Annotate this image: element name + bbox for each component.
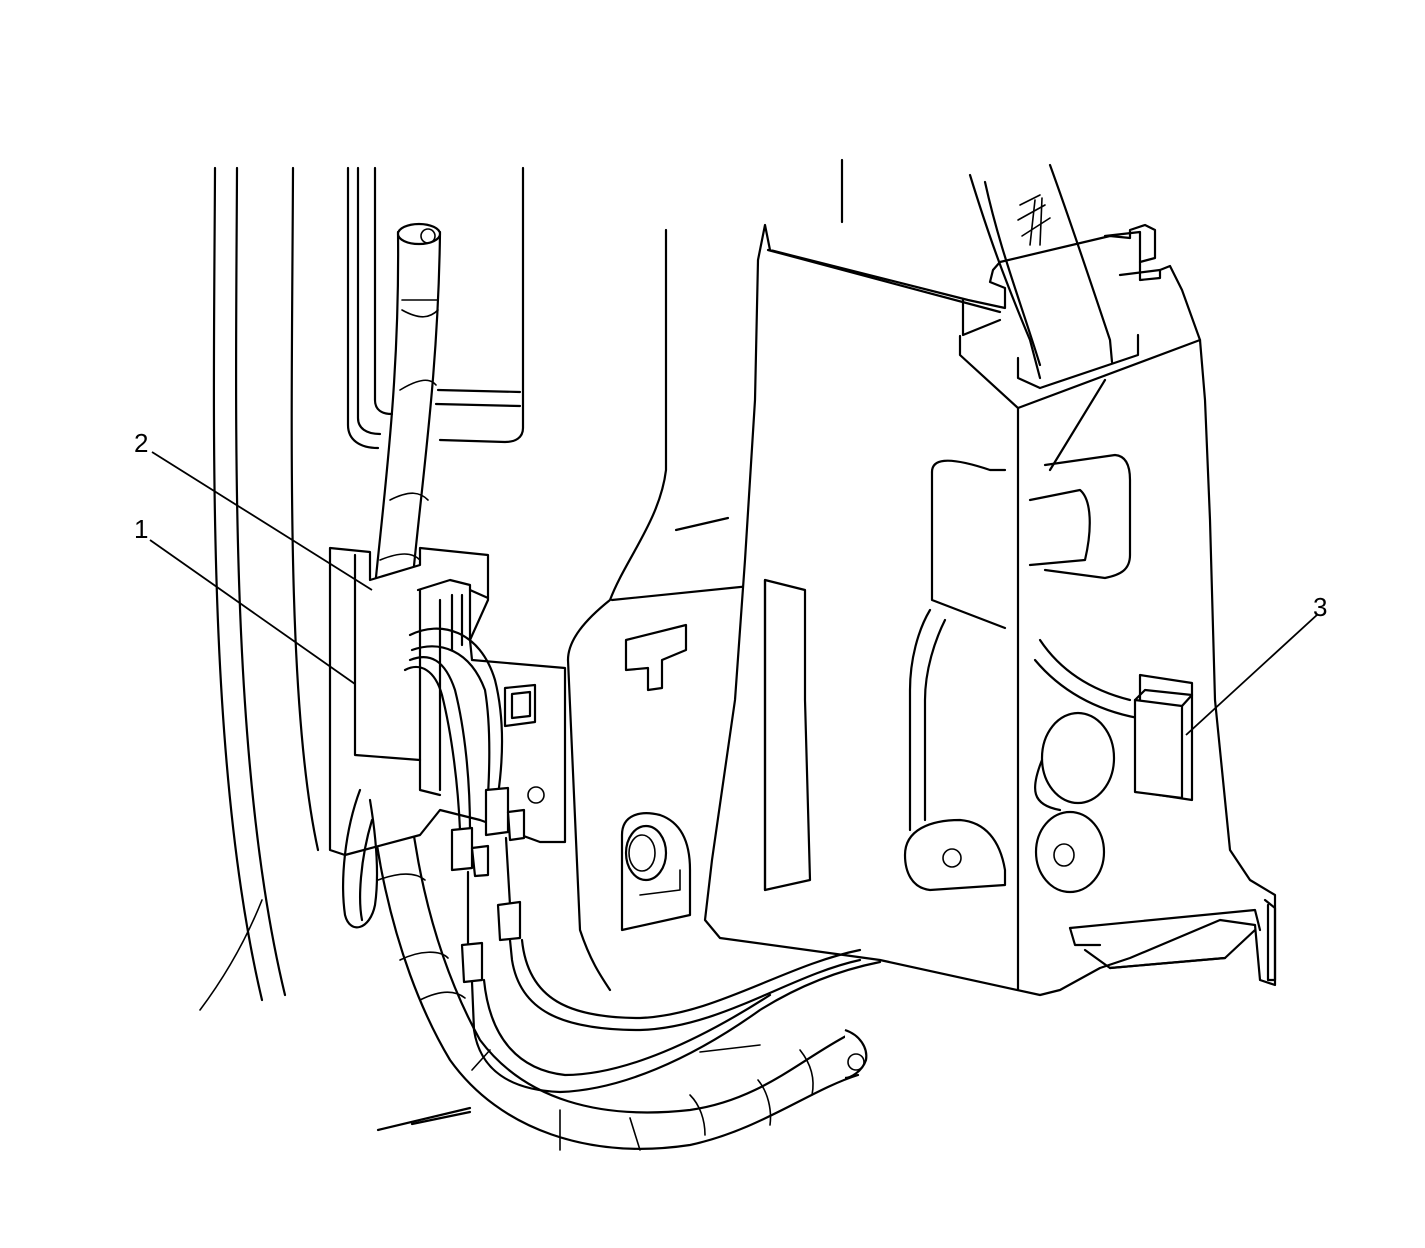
callout-leader-3: [1185, 613, 1319, 736]
wiring-harness-conduit: [365, 222, 868, 1151]
center-trim-panel: [566, 583, 762, 992]
callout-leaders: [149, 451, 1319, 736]
callout-label-2: 2: [134, 428, 148, 458]
callout-leader-1: [149, 539, 356, 685]
seat-belt-webbing: [968, 163, 1114, 380]
rear-bracket-assembly: [703, 158, 1277, 997]
left-body-panel: [199, 166, 730, 1132]
callout-label-3: 3: [1313, 592, 1327, 622]
callout-label-1: 1: [134, 514, 148, 544]
control-module: [328, 546, 567, 857]
callout-leader-2: [151, 451, 373, 591]
callout-labels: 1 2 3: [134, 428, 1327, 622]
connector-pigtails: [342, 627, 882, 1094]
